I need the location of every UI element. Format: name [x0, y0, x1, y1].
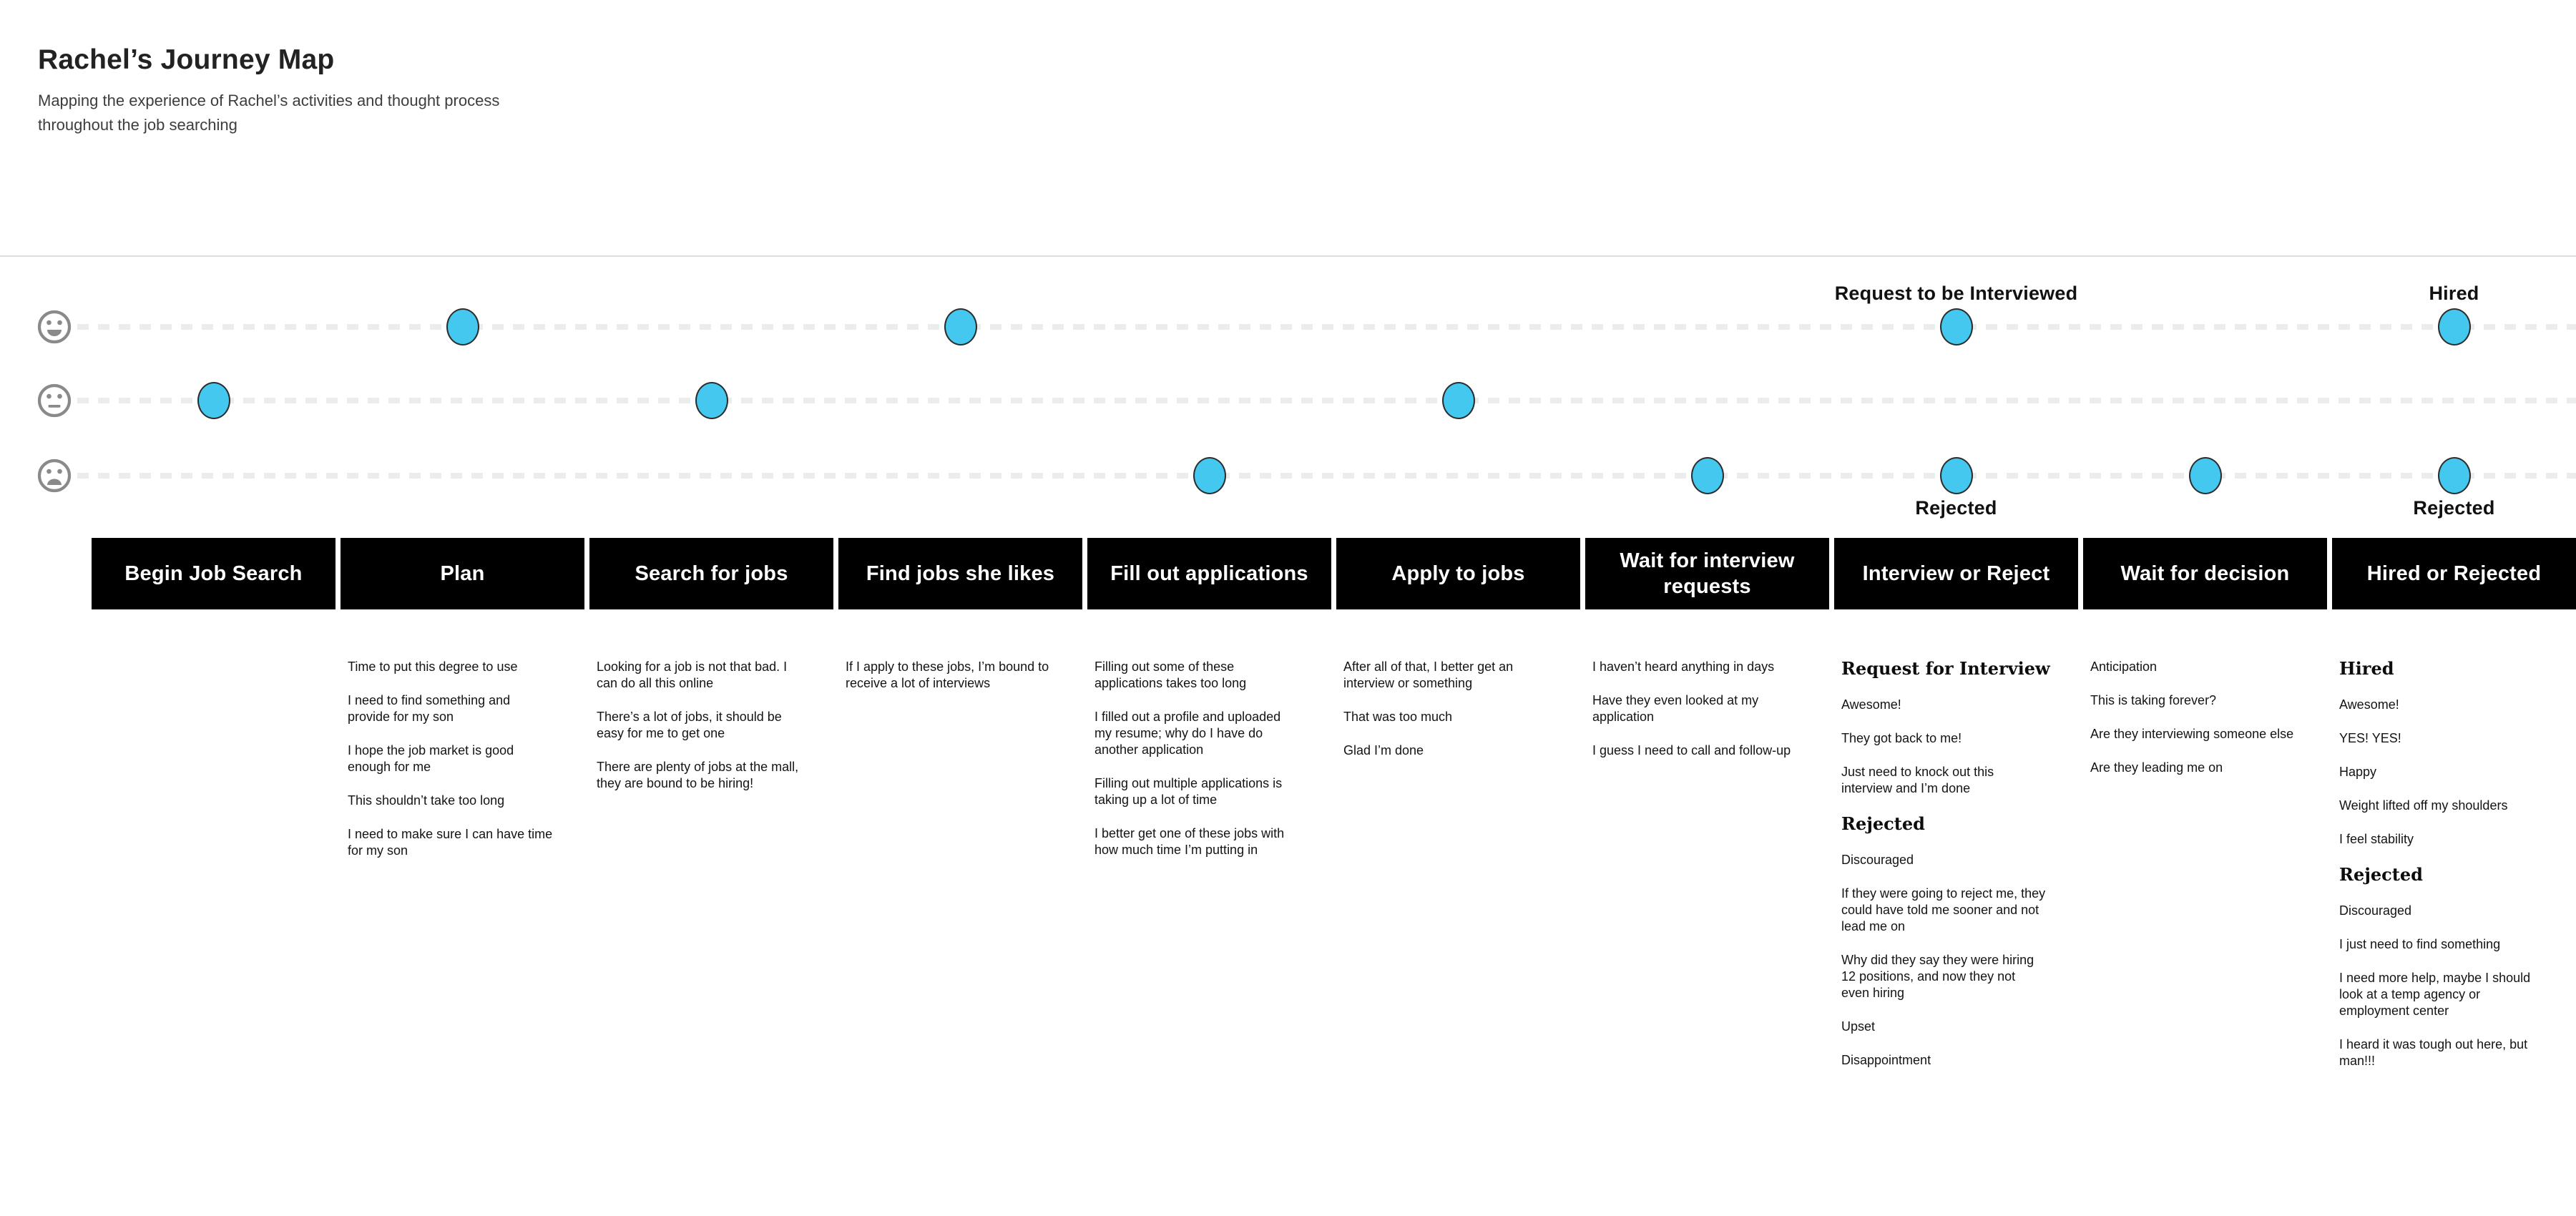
stage-bar-label: Hired or Rejected [2366, 562, 2542, 585]
journey-point-dot [695, 382, 728, 419]
thought-item: That was too much [1343, 710, 1453, 724]
emotion-row-happy-dashline [77, 324, 2576, 330]
stage-bar-apply-to-jobs: Apply to jobs [1336, 538, 1580, 609]
thought-column-5: Filling out some of these applications t… [1094, 659, 1318, 876]
stage-bar-find-jobs-she-likes: Find jobs she likes [838, 538, 1082, 609]
stage-bar-label: Wait for interview requests [1620, 549, 1795, 598]
thought-item: I better get one of these jobs with how … [1094, 826, 1285, 857]
thought-item: Filling out multiple applications is tak… [1094, 776, 1283, 807]
thought-item: Discouraged [2339, 903, 2412, 918]
emotion-row-sad-dashline [77, 473, 2576, 479]
thought-item: If I apply to these jobs, I’m bound to r… [846, 660, 1049, 690]
emotion-row-neutral-dashline [77, 398, 2576, 403]
thought-item: I guess I need to call and follow-up [1592, 743, 1791, 757]
journey-point-dot [446, 308, 479, 345]
thought-column-2: Time to put this degree to use I need to … [348, 659, 571, 876]
neutral-face-icon [37, 383, 72, 418]
journey-point-dot [1690, 457, 1724, 494]
stage-bar-label: Plan [440, 562, 485, 585]
thought-item: After all of that, I better get an inter… [1343, 660, 1514, 690]
thought-column-4: If I apply to these jobs, I’m bound to r… [846, 659, 1069, 709]
stage-bar-label: Search for jobs [635, 562, 788, 585]
happy-face-icon [37, 310, 72, 344]
thought-item: I hope the job market is good enough for… [348, 743, 514, 774]
stage-bar-label: Begin Job Search [124, 562, 303, 585]
thought-item: If they were going to reject me, they co… [1841, 886, 2046, 933]
stage-bar-wait-for-decision: Wait for decision [2083, 538, 2327, 609]
stage-bar-interview-or-reject: Interview or Reject [1834, 538, 2078, 609]
journey-point-dot [1939, 308, 1973, 345]
page-subtitle: Mapping the experience of Rachel’s activ… [38, 92, 500, 134]
thought-item: Upset [1841, 1019, 1876, 1034]
thought-item: I just need to find something [2339, 937, 2501, 951]
journey-point-dot [2437, 457, 2471, 494]
thought-item: Why did they say they were hiring 12 pos… [1841, 953, 2034, 1000]
journey-point-label: Request to be Interviewed [1834, 283, 2078, 304]
stage-bar-label: Fill out applications [1110, 562, 1308, 585]
page-title: Rachel’s Journey Map [38, 44, 335, 75]
thought-item: Have they even looked at my application [1592, 693, 1759, 724]
thought-item: Glad I’m done [1343, 743, 1424, 757]
thought-item: Anticipation [2090, 660, 2158, 674]
thought-item: Looking for a job is not that bad. I can… [597, 660, 788, 690]
journey-point-dot [944, 308, 977, 345]
stage-bar-begin-job-search: Begin Job Search [92, 538, 336, 609]
thought-item: Awesome! [2339, 697, 2399, 712]
stage-bar-hired-or-rejected: Hired or Rejected [2332, 538, 2576, 609]
journey-point-dot [1192, 457, 1226, 494]
thought-item: I heard it was tough out here, but man!!… [2339, 1037, 2528, 1068]
journey-point-dot [2437, 308, 2471, 345]
stage-bar-plan: Plan [341, 538, 584, 609]
thought-item: I haven’t heard anything in days [1592, 660, 1775, 674]
thought-item: Just need to knock out this interview an… [1841, 765, 1994, 795]
stage-bar-label: Find jobs she likes [866, 562, 1055, 585]
thought-item: I feel stability [2339, 832, 2414, 846]
stage-bar-wait-for-interview-requests: Wait for interview requests [1585, 538, 1829, 609]
thought-column-6: After all of that, I better get an inter… [1343, 659, 1567, 776]
thought-item: Time to put this degree to use [348, 660, 518, 674]
journey-point-dot [1939, 457, 1973, 494]
header-separator [0, 255, 2576, 257]
thought-item: Filling out some of these applications t… [1094, 660, 1247, 690]
journey-point-dot [2188, 457, 2222, 494]
thought-item: Weight lifted off my shoulders [2339, 798, 2508, 813]
thought-item: This shouldn’t take too long [348, 793, 505, 808]
journey-point-label: Rejected [1915, 497, 1997, 519]
thought-item: Discouraged [1841, 853, 1914, 867]
thought-item: This is taking forever? [2090, 693, 2217, 707]
thought-item: I filled out a profile and uploaded my r… [1094, 710, 1281, 757]
thought-item: There’s a lot of jobs, it should be easy… [597, 710, 782, 740]
thought-item: Awesome! [1841, 697, 1901, 712]
thought-item: I need to make sure I can have time for … [348, 827, 553, 858]
thought-item: Happy [2339, 765, 2377, 779]
thought-section-heading: Rejected [2339, 864, 2423, 885]
stage-bar-label: Wait for decision [2120, 562, 2290, 585]
thought-item: I need more help, maybe I should look at… [2339, 971, 2531, 1018]
thought-section-heading: Request for Interview [1841, 658, 2050, 679]
thought-item: They got back to me! [1841, 731, 1962, 745]
thought-item: Are they interviewing someone else [2090, 727, 2294, 741]
journey-point-dot [197, 382, 230, 419]
journey-point-label: Hired [2429, 283, 2479, 304]
thought-section-heading: Rejected [1841, 813, 1925, 834]
stage-bar-fill-out-applications: Fill out applications [1087, 538, 1331, 609]
stage-bar-label: Apply to jobs [1391, 562, 1525, 585]
stage-bar-label: Interview or Reject [1862, 562, 2050, 585]
sad-face-icon [37, 459, 72, 493]
thought-column-3: Looking for a job is not that bad. I can… [597, 659, 820, 809]
journey-point-label: Rejected [2413, 497, 2495, 519]
thought-item: There are plenty of jobs at the mall, th… [597, 760, 799, 790]
thought-item: I need to find something and provide for… [348, 693, 511, 724]
stage-bar-search-for-jobs: Search for jobs [589, 538, 833, 609]
thought-item: YES! YES! [2339, 731, 2401, 745]
journey-point-dot [1441, 382, 1475, 419]
thought-item: Disappointment [1841, 1053, 1931, 1067]
thought-item: Are they leading me on [2090, 760, 2223, 775]
thought-section-heading: Hired [2339, 658, 2394, 679]
title-block: Rachel’s Journey Map Mapping the experie… [38, 44, 499, 137]
